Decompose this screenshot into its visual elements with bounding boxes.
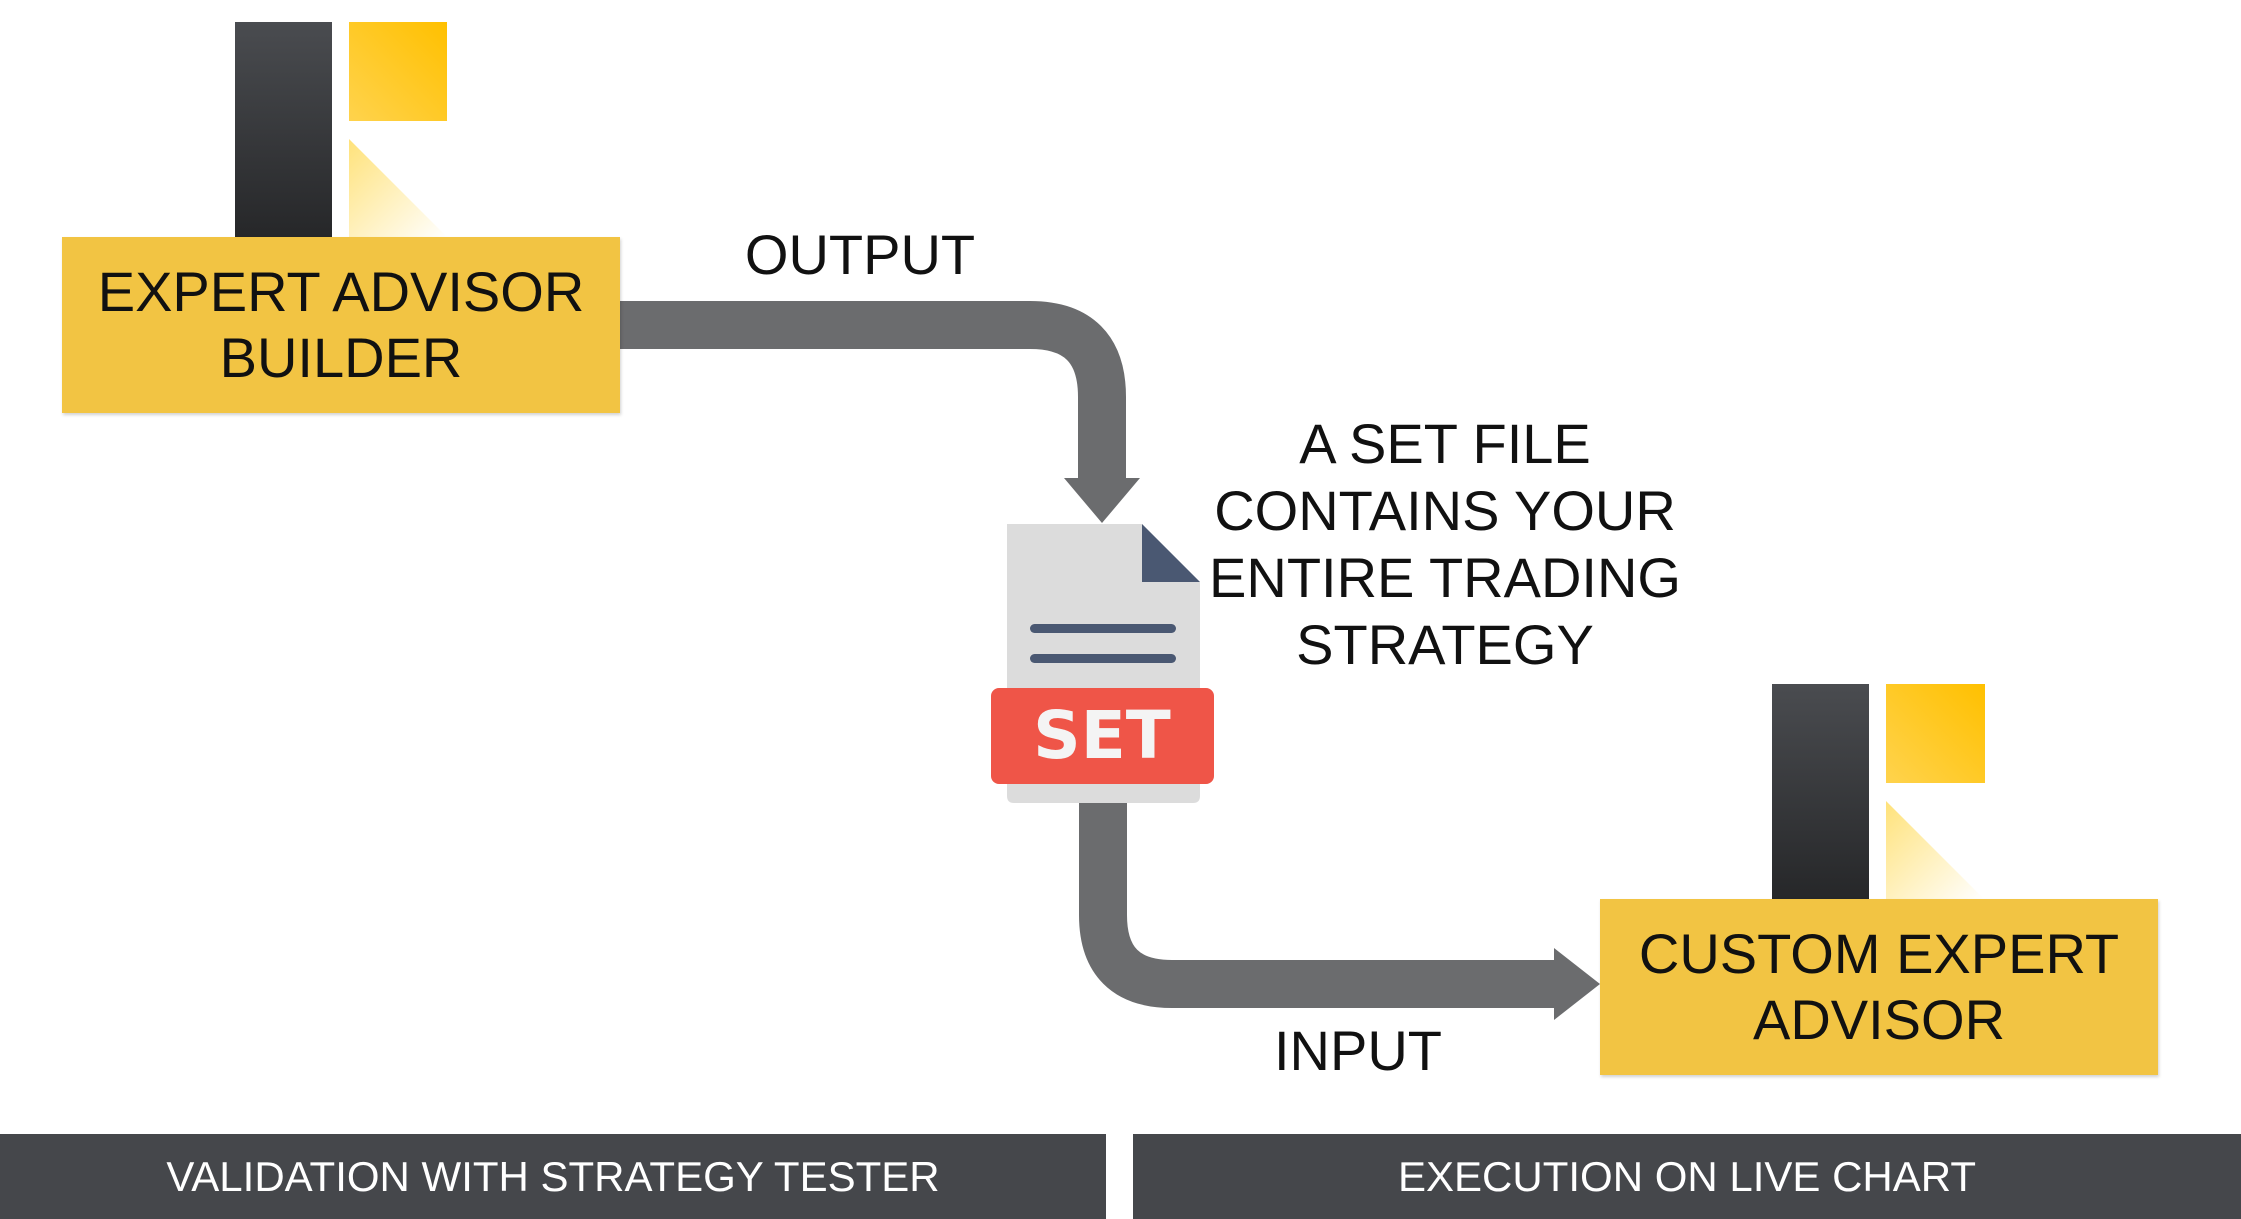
set-badge-label: SET xyxy=(1033,697,1171,774)
builder-box-line: BUILDER xyxy=(219,326,463,389)
description-line: A SET FILE xyxy=(1299,412,1591,475)
output-arrow xyxy=(618,301,1140,523)
custom-box-line: ADVISOR xyxy=(1752,988,2006,1051)
footer-execution-label: EXECUTION ON LIVE CHART xyxy=(1398,1152,1976,1200)
set-file-icon: SET xyxy=(991,524,1214,803)
logo-icon xyxy=(1772,684,1985,899)
custom-ea-box: CUSTOM EXPERT ADVISOR xyxy=(1600,899,2158,1075)
footer-validation: VALIDATION WITH STRATEGY TESTER xyxy=(0,1134,1106,1219)
description-line: ENTIRE TRADING xyxy=(1209,546,1681,609)
custom-box-line: CUSTOM EXPERT xyxy=(1638,922,2120,985)
builder-box: EXPERT ADVISOR BUILDER xyxy=(62,237,620,413)
footer-execution: EXECUTION ON LIVE CHART xyxy=(1133,1134,2241,1219)
description-line: STRATEGY xyxy=(1296,613,1594,676)
input-label: INPUT xyxy=(1274,1019,1442,1082)
output-label: OUTPUT xyxy=(744,223,976,286)
builder-box-line: EXPERT ADVISOR xyxy=(97,260,585,323)
logo-icon xyxy=(235,22,447,237)
input-arrow xyxy=(1079,802,1600,1020)
set-file-description: A SET FILE CONTAINS YOUR ENTIRE TRADING … xyxy=(1150,410,1740,678)
description-line: CONTAINS YOUR xyxy=(1214,479,1676,542)
footer-validation-label: VALIDATION WITH STRATEGY TESTER xyxy=(166,1152,940,1200)
